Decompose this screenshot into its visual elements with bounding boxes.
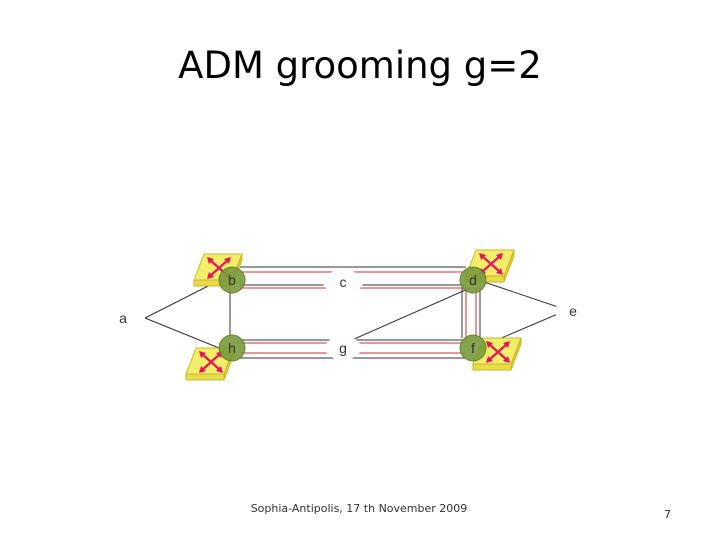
edge-d-g: [351, 287, 471, 341]
node-a: a: [101, 305, 145, 331]
node-a-label: a: [119, 310, 127, 326]
node-d-label: d: [469, 272, 477, 288]
node-c: c: [323, 270, 363, 294]
edges: [144, 266, 568, 359]
node-b-label: b: [228, 272, 236, 288]
edge-a-h: [144, 317, 225, 351]
edge-e-d: [477, 279, 568, 311]
node-e: e: [555, 299, 591, 323]
slide-title: ADM grooming g=2: [178, 44, 542, 87]
slide-footer: Sophia-Antipolis, 17 th November 2009: [250, 502, 468, 515]
node-f: f: [459, 334, 523, 372]
node-f-label: f: [471, 340, 475, 356]
node-h-label: h: [228, 340, 236, 356]
page-number: 7: [664, 508, 671, 521]
node-d: d: [459, 248, 516, 294]
node-b: b: [192, 252, 246, 294]
node-g-label: g: [339, 340, 347, 356]
node-g: g: [325, 336, 361, 360]
node-c-label: c: [340, 274, 347, 290]
node-h: h: [184, 334, 246, 382]
node-e-label: e: [569, 303, 577, 319]
